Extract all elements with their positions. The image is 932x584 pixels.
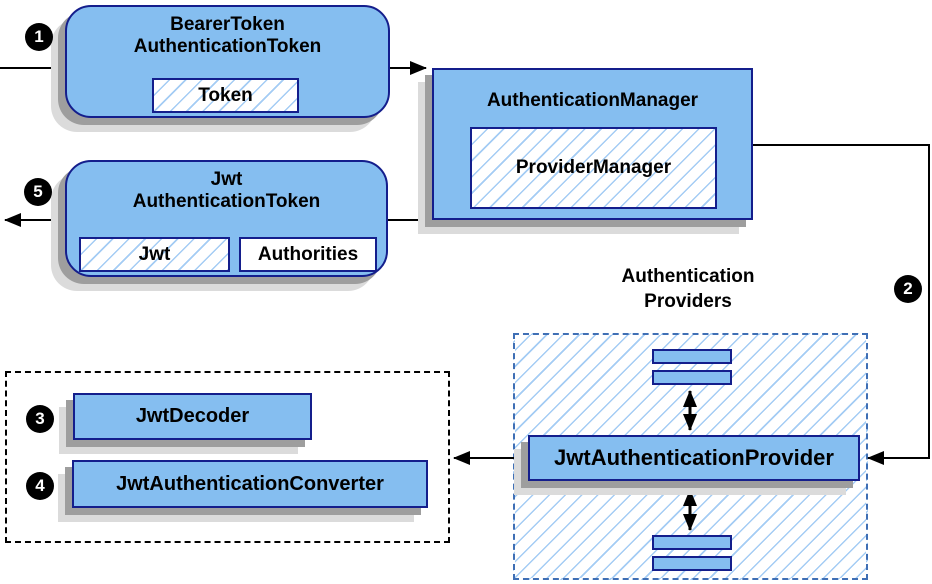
authentication-manager-node: AuthenticationManager ProviderManager	[432, 68, 753, 220]
provider-stack-bar-bottom-2	[652, 556, 732, 571]
jwt-authentication-provider-node: JwtAuthenticationProvider	[528, 435, 860, 481]
step-5-number: 5	[33, 182, 43, 201]
step-3-number: 3	[35, 409, 45, 428]
provider-stack-bar-top-2	[652, 370, 732, 385]
bearer-token-title: BearerToken AuthenticationToken	[67, 7, 388, 58]
provider-manager-label: ProviderManager	[515, 157, 672, 178]
authentication-providers-label: Authentication Providers	[576, 264, 800, 314]
token-chip-label: Token	[198, 84, 253, 106]
jwt-token-title-line2: AuthenticationToken	[132, 191, 321, 212]
manager-to-provider-arrow	[753, 144, 930, 465]
bearer-token-authentication-token-node: BearerToken AuthenticationToken Token	[65, 5, 390, 118]
token-chip: Token	[152, 78, 299, 113]
jwt-chip: Jwt	[79, 237, 230, 272]
authorities-chip-label: Authorities	[257, 243, 359, 265]
authentication-providers-label-line1: Authentication	[621, 266, 755, 287]
step-2-number: 2	[903, 279, 913, 298]
step-5-badge: 5	[24, 178, 52, 206]
jwt-chip-label: Jwt	[138, 243, 171, 265]
authentication-providers-label-line2: Providers	[644, 291, 732, 312]
step-1-badge: 1	[25, 23, 53, 51]
jwt-authentication-converter-node: JwtAuthenticationConverter	[72, 460, 428, 508]
authentication-manager-title: AuthenticationManager	[486, 90, 699, 111]
bearer-token-title-line2: AuthenticationToken	[133, 36, 322, 57]
jwt-authentication-converter-label: JwtAuthenticationConverter	[116, 472, 384, 495]
jwt-authentication-provider-label: JwtAuthenticationProvider	[554, 445, 834, 470]
step-1-number: 1	[34, 27, 44, 46]
jwt-authentication-token-node: Jwt AuthenticationToken Jwt Authorities	[65, 160, 388, 277]
step-2-badge: 2	[894, 275, 922, 303]
bearer-token-title-line1: BearerToken	[170, 14, 285, 35]
jwt-token-title-line1: Jwt	[210, 169, 243, 190]
authorities-chip: Authorities	[239, 237, 377, 272]
step-4-number: 4	[35, 476, 45, 495]
provider-stack-bar-bottom-1	[652, 535, 732, 550]
provider-manager-chip: ProviderManager	[470, 127, 717, 209]
step-4-badge: 4	[26, 472, 54, 500]
step-3-badge: 3	[26, 405, 54, 433]
provider-stack-bar-top-1	[652, 349, 732, 364]
jwt-decoder-label: JwtDecoder	[135, 405, 250, 427]
jwt-decoder-node: JwtDecoder	[73, 393, 312, 440]
jwt-components-region	[5, 371, 450, 543]
jwt-token-title: Jwt AuthenticationToken	[67, 162, 386, 213]
